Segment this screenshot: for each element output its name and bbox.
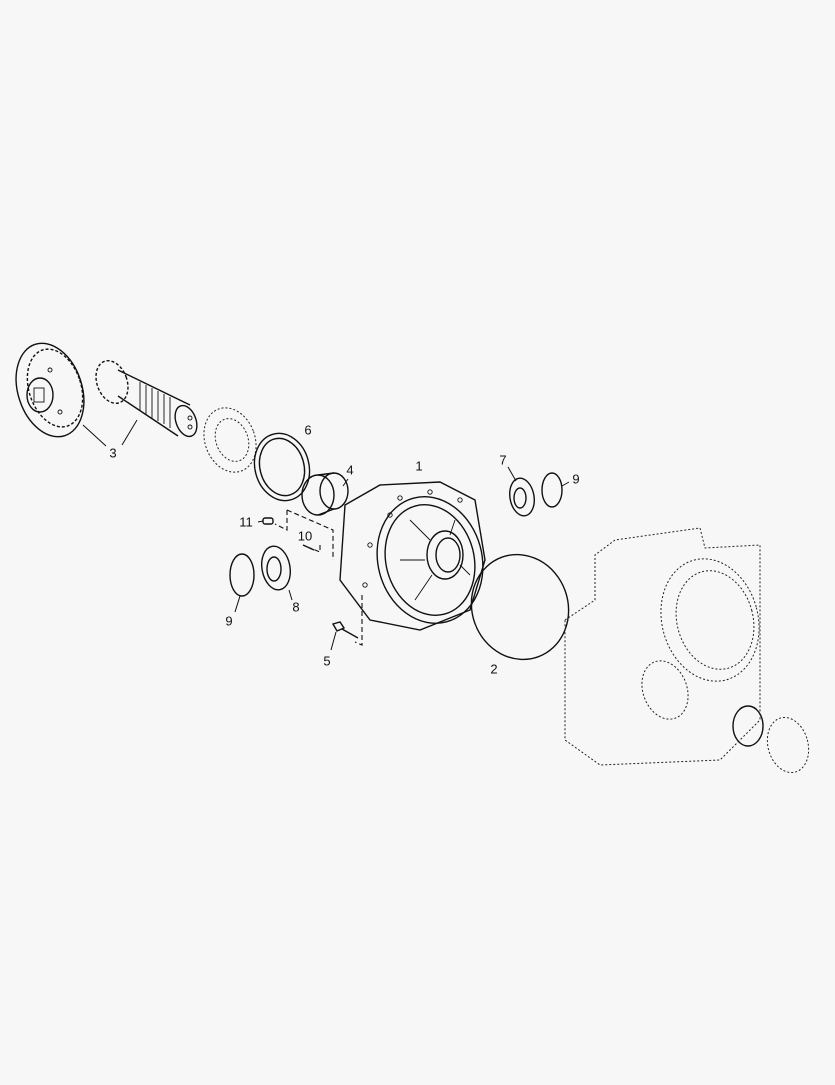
o-ring-drawing (470, 553, 570, 661)
housing-cover-drawing (339, 481, 486, 631)
small-seal-drawing (732, 705, 764, 747)
callout-3: 3 (109, 445, 117, 461)
callout-10: 10 (297, 528, 313, 544)
snap-ring-lower-drawing (229, 553, 255, 597)
callout-2: 2 (490, 661, 498, 677)
bearing-lower-drawing (260, 545, 292, 591)
snap-ring-upper-drawing (541, 472, 563, 508)
bevel-gear-drawing (15, 342, 85, 438)
seal-ring-drawing (253, 432, 311, 502)
shaft-drawing (95, 359, 198, 438)
callout-6: 6 (304, 422, 312, 438)
tapered-bearing-drawing (766, 716, 810, 774)
callout-1: 1 (415, 458, 423, 474)
plug-drawing (262, 517, 274, 525)
pin-drawing (302, 544, 315, 551)
callout-4: 4 (346, 462, 354, 478)
bearing-race-drawing (301, 472, 349, 516)
callout-9-lower: 9 (225, 613, 233, 629)
bearing-left-drawing (203, 407, 257, 473)
bolt-drawing (331, 621, 359, 639)
bearing-upper-drawing (509, 477, 535, 517)
callout-11: 11 (239, 514, 253, 530)
callout-7: 7 (499, 452, 507, 468)
callout-9-upper: 9 (572, 471, 580, 487)
gearbox-housing-drawing (564, 527, 810, 774)
callout-8: 8 (292, 599, 300, 615)
callout-5: 5 (323, 653, 331, 669)
leader-lines (82, 419, 570, 651)
